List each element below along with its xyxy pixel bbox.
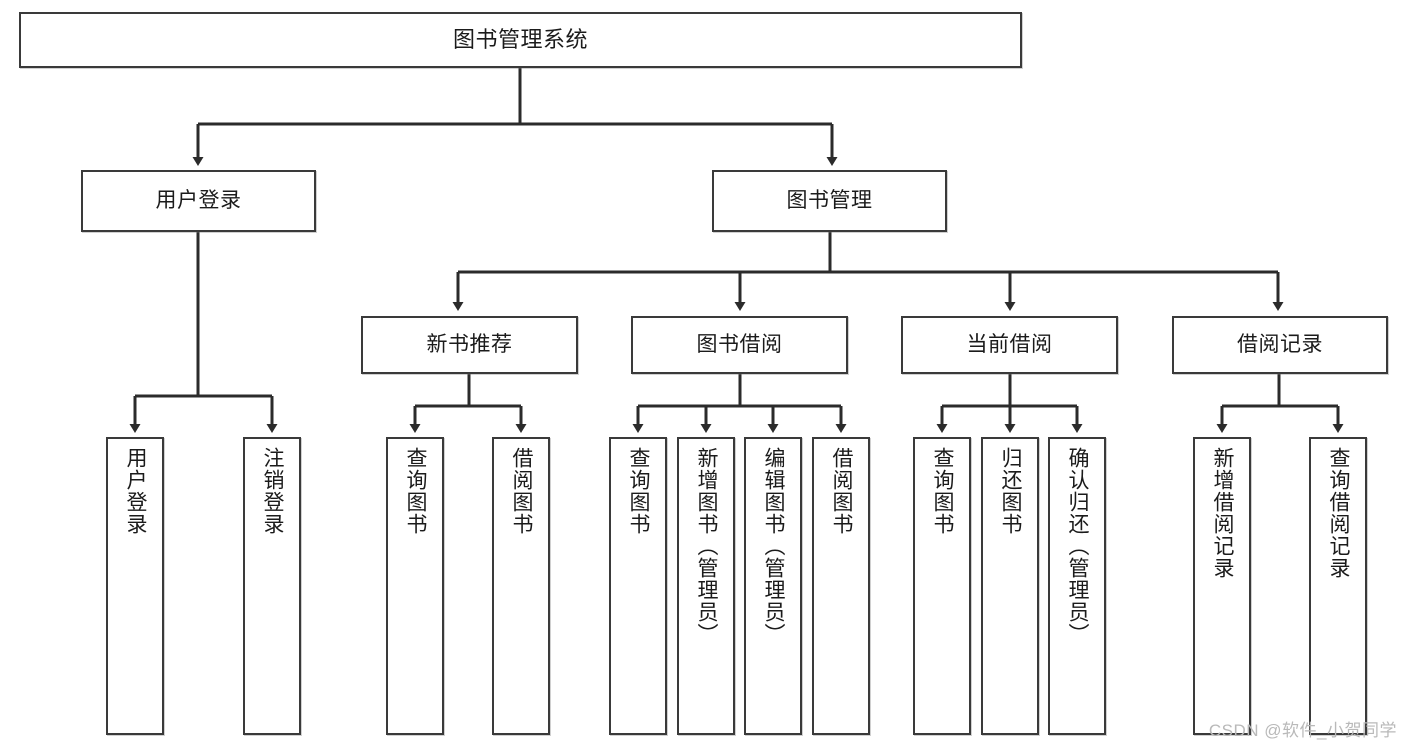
leaf-query-borrow-record[interactable]: 查询借阅记录 — [1309, 437, 1367, 735]
node-label: 编辑图书（管理员） — [761, 447, 785, 645]
node-user-login-module[interactable]: 用户登录 — [81, 170, 316, 232]
node-label: 用户登录 — [123, 447, 147, 535]
node-current-borrow[interactable]: 当前借阅 — [901, 316, 1118, 374]
leaf-query-book-borrow[interactable]: 查询图书 — [609, 437, 667, 735]
node-label: 借阅记录 — [1237, 332, 1323, 356]
node-label: 图书管理系统 — [452, 27, 588, 53]
node-label: 借阅图书 — [509, 447, 533, 535]
node-label: 注销登录 — [260, 447, 284, 535]
leaf-logout-login[interactable]: 注销登录 — [243, 437, 301, 735]
node-label: 查询借阅记录 — [1326, 447, 1350, 579]
node-label: 确认归还（管理员） — [1065, 447, 1089, 645]
node-label: 新增图书（管理员） — [694, 447, 718, 645]
watermark-text: CSDN @软件_小贺同学 — [1208, 721, 1397, 740]
node-book-borrow[interactable]: 图书借阅 — [631, 316, 848, 374]
node-label: 查询图书 — [403, 447, 427, 535]
node-label: 图书借阅 — [696, 332, 783, 356]
node-book-management-module[interactable]: 图书管理 — [712, 170, 947, 232]
node-label: 当前借阅 — [966, 332, 1053, 356]
leaf-borrow-book-recommend[interactable]: 借阅图书 — [492, 437, 550, 735]
node-label: 新书推荐 — [426, 332, 513, 356]
node-label: 图书管理 — [786, 188, 873, 212]
node-new-book-recommend[interactable]: 新书推荐 — [361, 316, 578, 374]
node-label: 查询图书 — [930, 447, 954, 535]
node-root-system[interactable]: 图书管理系统 — [19, 12, 1022, 68]
node-label: 查询图书 — [626, 447, 650, 535]
node-label: 用户登录 — [155, 188, 242, 212]
leaf-add-book-admin[interactable]: 新增图书（管理员） — [677, 437, 735, 735]
leaf-return-book[interactable]: 归还图书 — [981, 437, 1039, 735]
leaf-query-book-recommend[interactable]: 查询图书 — [386, 437, 444, 735]
leaf-borrow-book[interactable]: 借阅图书 — [812, 437, 870, 735]
leaf-edit-book-admin[interactable]: 编辑图书（管理员） — [744, 437, 802, 735]
node-label: 归还图书 — [998, 447, 1022, 535]
leaf-user-login[interactable]: 用户登录 — [106, 437, 164, 735]
leaf-query-book-current[interactable]: 查询图书 — [913, 437, 971, 735]
node-label: 新增借阅记录 — [1210, 447, 1234, 579]
node-borrow-record[interactable]: 借阅记录 — [1172, 316, 1388, 374]
leaf-add-borrow-record[interactable]: 新增借阅记录 — [1193, 437, 1251, 735]
node-label: 借阅图书 — [829, 447, 853, 535]
leaf-confirm-return-admin[interactable]: 确认归还（管理员） — [1048, 437, 1106, 735]
